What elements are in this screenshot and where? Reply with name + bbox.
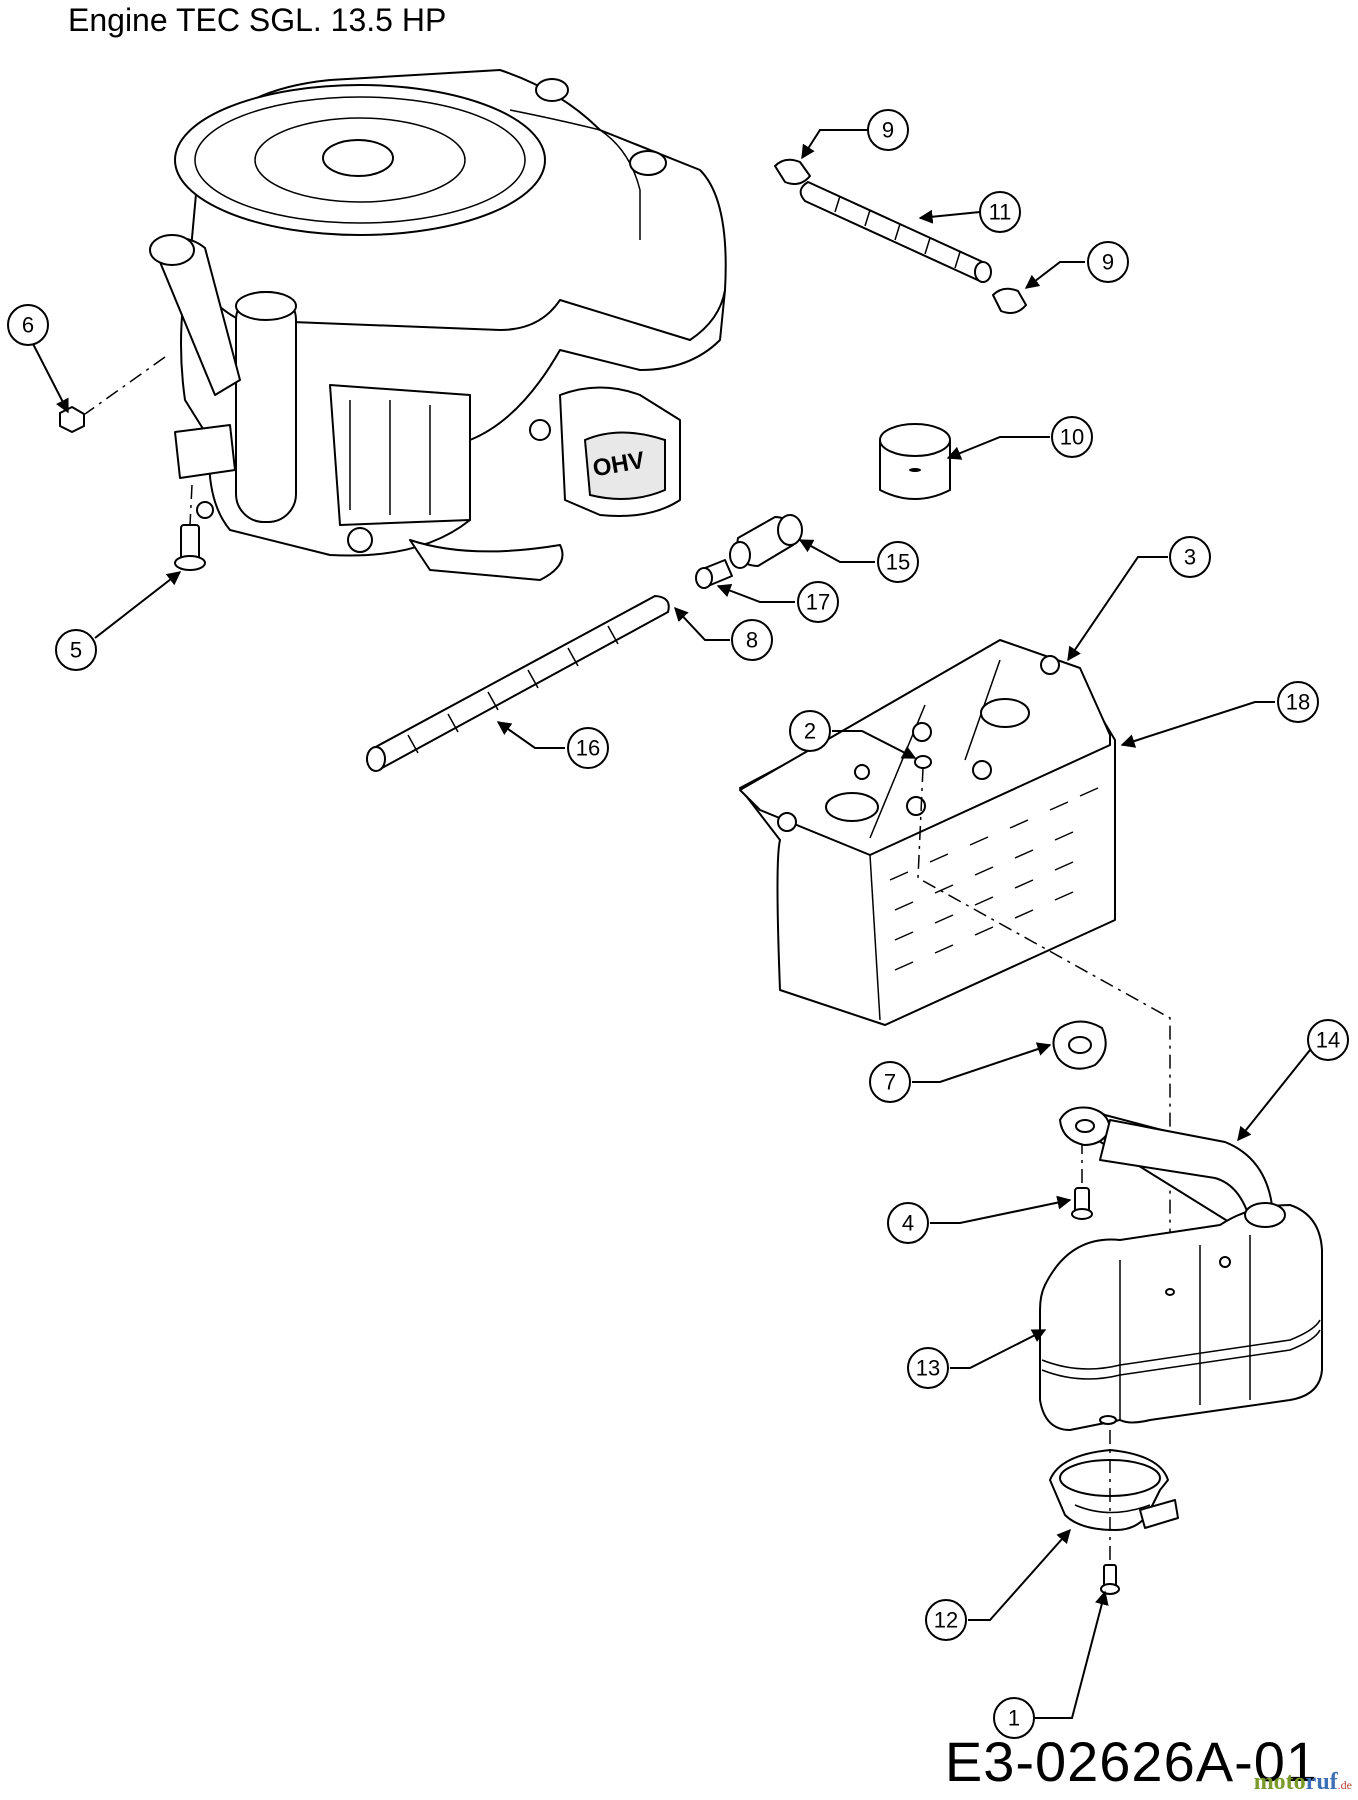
screw-part-1 — [1100, 1430, 1120, 1595]
fuel-hose-part-11 — [799, 181, 992, 283]
watermark-part-1: moto — [1253, 1769, 1306, 1795]
callout-3: 3 — [1169, 536, 1211, 578]
watermark-part-2: ruf — [1305, 1769, 1338, 1795]
callout-label: 9 — [882, 118, 894, 143]
callout-label: 8 — [746, 628, 758, 653]
callout-6: 6 — [7, 304, 49, 346]
bolt-part-4 — [1071, 1140, 1093, 1220]
callout-label: 7 — [884, 1070, 896, 1095]
callout-label: 18 — [1286, 690, 1310, 715]
engine-assembly: OHV — [149, 69, 727, 581]
nut-part-6 — [59, 356, 166, 433]
callout-label: 11 — [989, 200, 1012, 225]
gasket-part-7 — [1052, 1020, 1107, 1070]
callout-9-bottom: 9 — [1087, 241, 1129, 283]
callout-label: 16 — [576, 736, 600, 761]
callout-10: 10 — [1051, 416, 1093, 458]
callout-label: 13 — [916, 1356, 940, 1381]
callout-label: 2 — [804, 719, 816, 744]
callout-14: 14 — [1307, 1019, 1349, 1061]
screw-part-2 — [914, 755, 1171, 1300]
callout-label: 3 — [1184, 545, 1196, 570]
callout-label: 10 — [1060, 425, 1084, 450]
callout-5: 5 — [55, 629, 97, 671]
callout-label: 1 — [1008, 1706, 1020, 1731]
callout-4: 4 — [887, 1202, 929, 1244]
callout-label: 14 — [1316, 1028, 1340, 1053]
filter-part-10 — [879, 423, 951, 500]
callout-16: 16 — [567, 727, 609, 769]
callout-18: 18 — [1277, 681, 1319, 723]
callout-label: 17 — [806, 590, 830, 615]
bolt-part-5 — [174, 484, 206, 571]
callout-label: 5 — [70, 638, 82, 663]
fuel-hose-part-16 — [366, 595, 670, 772]
callout-2: 2 — [789, 710, 831, 752]
callout-label: 12 — [934, 1608, 958, 1633]
callout-label: 4 — [902, 1211, 914, 1236]
callout-12: 12 — [925, 1599, 967, 1641]
watermark-part-3: .de — [1337, 1778, 1352, 1792]
callout-8: 8 — [731, 619, 773, 661]
fuel-filter-part-15 — [729, 514, 803, 569]
heat-shield-part-18 — [739, 639, 1116, 1026]
muffler-part-13 — [1039, 1106, 1323, 1431]
callout-9-top: 9 — [867, 109, 909, 151]
clamp-part-9-top — [774, 158, 811, 185]
callout-1: 1 — [993, 1697, 1035, 1739]
callout-17: 17 — [797, 581, 839, 623]
drawing-code: E3-02626A-01 — [944, 1730, 1318, 1793]
callout-13: 13 — [907, 1347, 949, 1389]
diagram-title: Engine TEC SGL. 13.5 HP — [68, 2, 447, 38]
callout-label: 6 — [22, 313, 34, 338]
callout-7: 7 — [869, 1061, 911, 1103]
clamp-part-9-bottom — [992, 287, 1027, 314]
fitting-part-17 — [695, 559, 733, 589]
callout-15: 15 — [877, 541, 919, 583]
callout-label: 9 — [1102, 250, 1114, 275]
diffuser-part-12 — [1049, 1449, 1179, 1531]
callout-11: 11 — [979, 191, 1021, 233]
callout-label: 15 — [886, 550, 910, 575]
watermark-logo: motoruf.de — [1254, 1769, 1352, 1796]
